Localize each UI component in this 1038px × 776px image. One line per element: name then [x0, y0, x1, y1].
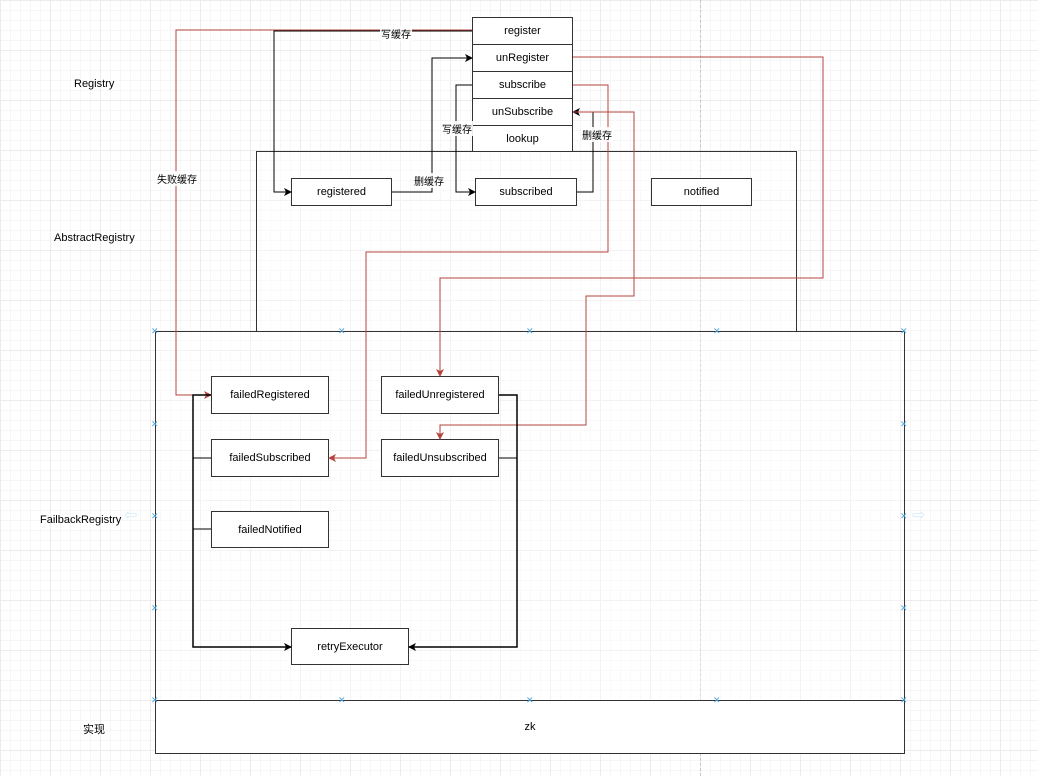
set-failed-notified[interactable]: failedNotified: [211, 511, 329, 548]
set-failed-subscribed[interactable]: failedSubscribed: [211, 439, 329, 477]
connect-arrow-right-icon[interactable]: ⇨: [912, 507, 926, 524]
edge-label-write-cache-mid: 写缓存: [441, 121, 473, 136]
selection-handle-icon[interactable]: ✕: [900, 326, 908, 336]
edge-label-failure-cache: 失败缓存: [156, 171, 198, 186]
selection-handle-icon[interactable]: ✕: [900, 695, 908, 705]
page-guide-line: [700, 0, 701, 776]
selection-handle-icon[interactable]: ✕: [151, 695, 159, 705]
selection-handle-icon[interactable]: ✕: [151, 511, 159, 521]
selection-handle-icon[interactable]: ✕: [713, 326, 721, 336]
set-failed-unregistered[interactable]: failedUnregistered: [381, 376, 499, 414]
set-failed-registered[interactable]: failedRegistered: [211, 376, 329, 414]
connect-arrow-left-icon[interactable]: ⇦: [124, 507, 138, 524]
method-register[interactable]: register: [472, 17, 573, 45]
selection-handle-icon[interactable]: ✕: [338, 326, 346, 336]
layer-label-registry: Registry: [74, 78, 115, 90]
method-unregister[interactable]: unRegister: [472, 44, 573, 72]
cache-notified[interactable]: notified: [651, 178, 752, 206]
retry-executor[interactable]: retryExecutor: [291, 628, 409, 665]
method-lookup[interactable]: lookup: [472, 125, 573, 152]
selection-handle-icon[interactable]: ✕: [338, 695, 346, 705]
set-failed-unsubscribed[interactable]: failedUnsubscribed: [381, 439, 499, 477]
layer-label-failback-registry: FailbackRegistry: [40, 514, 122, 526]
selection-handle-icon[interactable]: ✕: [526, 695, 534, 705]
cache-registered[interactable]: registered: [291, 178, 392, 206]
selection-handle-icon[interactable]: ✕: [151, 603, 159, 613]
selection-handle-icon[interactable]: ✕: [900, 419, 908, 429]
selection-handle-icon[interactable]: ✕: [151, 419, 159, 429]
edge-label-write-cache-top: 写缓存: [380, 26, 412, 41]
method-unsubscribe[interactable]: unSubscribe: [472, 98, 573, 126]
selection-handle-icon[interactable]: ✕: [900, 603, 908, 613]
selection-handle-icon[interactable]: ✕: [713, 695, 721, 705]
selection-handle-icon[interactable]: ✕: [526, 326, 534, 336]
cache-subscribed[interactable]: subscribed: [475, 178, 577, 206]
layer-label-abstract-registry: AbstractRegistry: [54, 232, 135, 244]
impl-zk-box[interactable]: zk: [155, 700, 905, 754]
selection-handle-icon[interactable]: ✕: [900, 511, 908, 521]
method-subscribe[interactable]: subscribe: [472, 71, 573, 99]
selection-handle-icon[interactable]: ✕: [151, 326, 159, 336]
edge-label-delete-cache-right: 删缓存: [581, 127, 613, 142]
layer-label-impl: 实现: [83, 724, 105, 736]
edge-label-delete-cache-left: 删缓存: [413, 173, 445, 188]
